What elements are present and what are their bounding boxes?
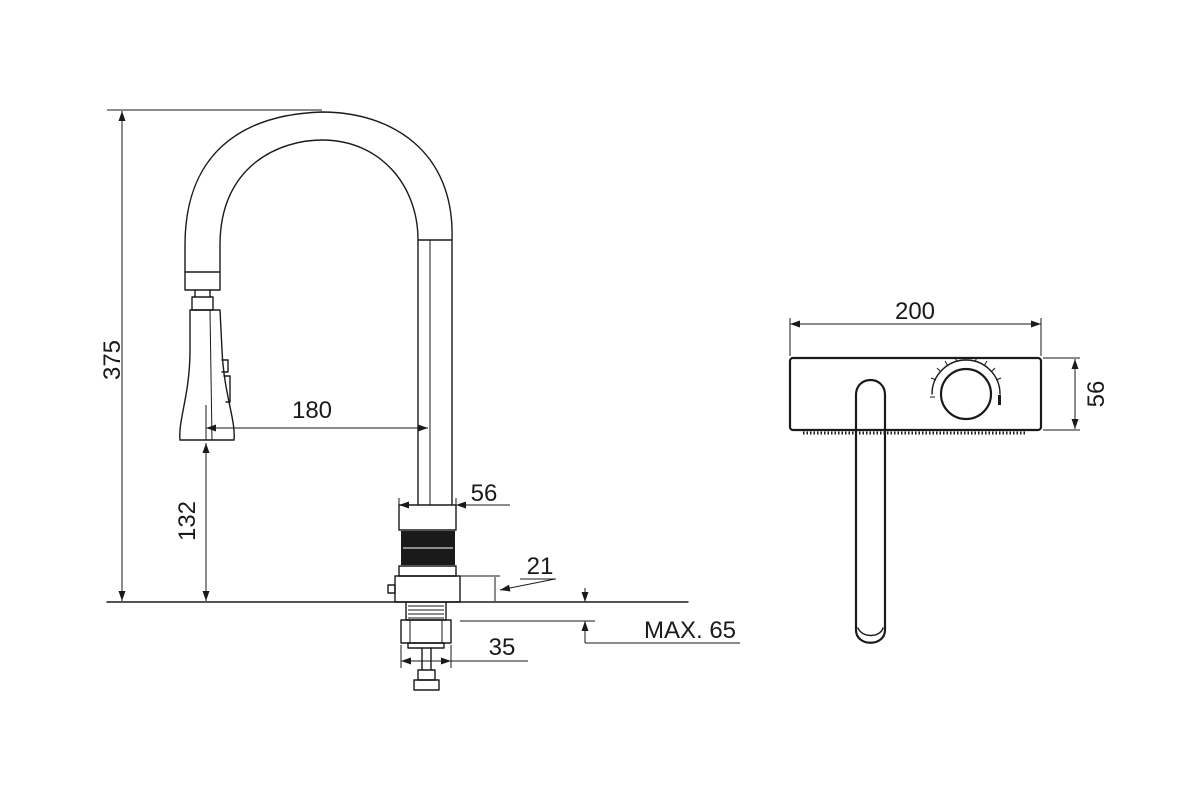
- scale-mark-hot: [998, 395, 1001, 405]
- body-upper: [398, 504, 457, 531]
- mounting-nut: [400, 619, 452, 644]
- dim-reach-label: 180: [292, 397, 332, 424]
- top-spout-tip: [857, 627, 884, 637]
- temperature-knob: [939, 367, 993, 421]
- dim-base-leader: [499, 578, 556, 592]
- dim-base-label: 21: [527, 553, 554, 580]
- base-plate: [394, 575, 461, 603]
- dim-depth-label: 56: [1083, 381, 1110, 408]
- hose-nut: [191, 296, 214, 311]
- spray-head: [179, 309, 235, 441]
- dim-spray-label: 132: [174, 501, 201, 541]
- hose-collar: [184, 271, 221, 291]
- spout-outer: [184, 111, 453, 506]
- top-spout: [854, 379, 887, 644]
- top-view: 200 56: [788, 298, 1110, 644]
- dim-shank-label: 35: [489, 634, 516, 661]
- washer: [407, 642, 445, 649]
- shank: [400, 601, 452, 691]
- supply-nut: [413, 679, 440, 691]
- dim-body-label: 56: [471, 480, 498, 507]
- set-screw: [387, 584, 396, 594]
- spray-button-2: [223, 375, 231, 403]
- dim-height-label: 375: [99, 340, 126, 380]
- spout-inner: [219, 139, 419, 506]
- supply-fitting: [417, 669, 436, 681]
- spray-button-1: [221, 359, 229, 373]
- dim-counter-label: MAX. 65: [644, 617, 736, 644]
- spray-head-seam: [209, 309, 213, 441]
- scale-ticks: [930, 356, 1002, 381]
- body-base: [398, 565, 457, 577]
- side-view: 375 180 132 56 21 MAX. 65 35: [99, 109, 740, 691]
- dim-width-label: 200: [895, 298, 935, 325]
- top-plate: [788, 356, 1043, 432]
